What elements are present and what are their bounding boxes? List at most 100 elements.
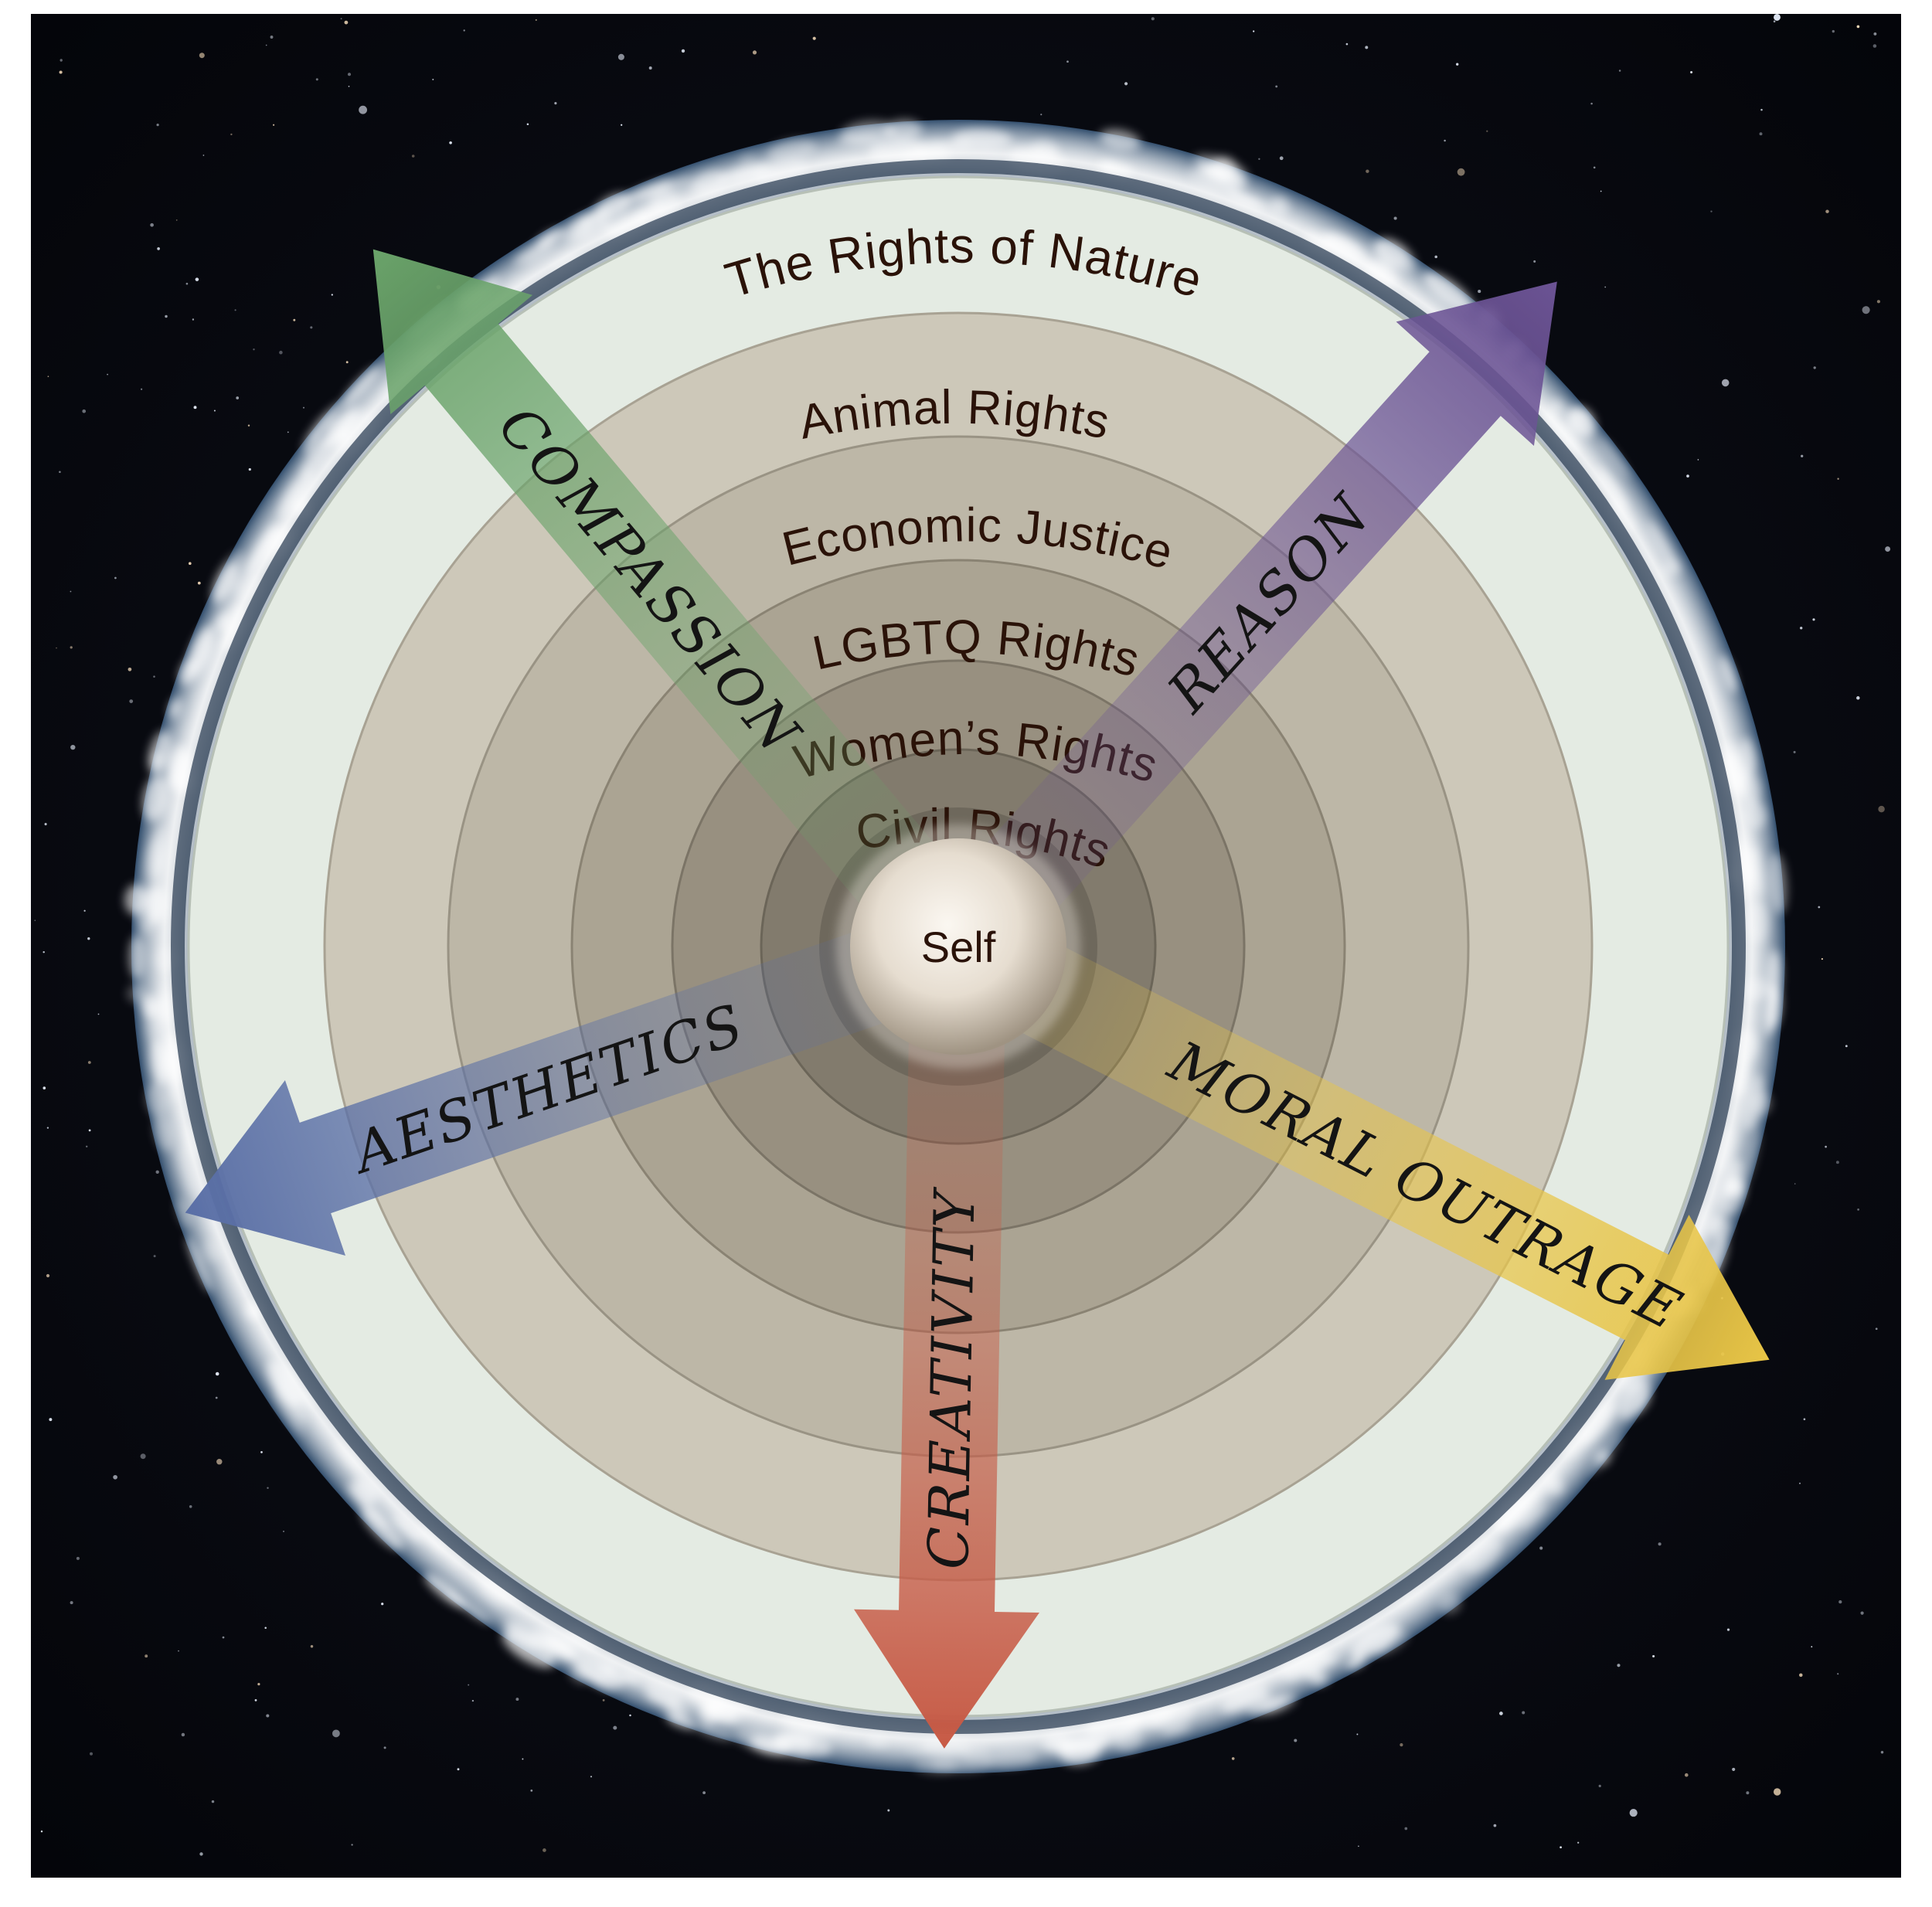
- cloud-speck: [1568, 408, 1590, 430]
- star: [254, 1698, 257, 1701]
- cloud-speck: [930, 1755, 992, 1773]
- star: [648, 66, 652, 70]
- star: [1598, 1784, 1601, 1787]
- star: [1593, 166, 1596, 169]
- star: [449, 141, 452, 144]
- star: [1773, 1788, 1781, 1796]
- star: [629, 1714, 631, 1717]
- star: [1124, 82, 1128, 86]
- cloud-speck: [1741, 1130, 1760, 1190]
- cloud-speck: [1148, 1704, 1194, 1729]
- cloud-speck: [1725, 1178, 1746, 1198]
- cloud-speck: [621, 1671, 641, 1684]
- star: [59, 70, 63, 74]
- star: [471, 1699, 474, 1702]
- star: [812, 36, 816, 40]
- star: [348, 85, 350, 87]
- cloud-speck: [341, 366, 381, 409]
- arrow-moral-outrage-shape: [957, 914, 1770, 1380]
- cloud-speck: [168, 698, 182, 719]
- star: [1832, 29, 1835, 33]
- star: [265, 44, 267, 46]
- star: [283, 1531, 284, 1532]
- star: [114, 576, 117, 580]
- star: [1539, 1546, 1543, 1550]
- star: [141, 388, 143, 390]
- star: [310, 1644, 314, 1648]
- star: [1366, 169, 1369, 173]
- star: [1876, 300, 1880, 304]
- cloud-speck: [1709, 1211, 1721, 1231]
- cloud-speck: [599, 1662, 619, 1679]
- cloud-speck: [578, 214, 595, 226]
- cloud-speck: [1542, 410, 1580, 454]
- cloud-speck: [642, 1681, 683, 1702]
- cloud-speck: [1766, 950, 1781, 1006]
- star: [70, 1601, 73, 1605]
- star: [345, 361, 349, 364]
- star: [264, 1627, 267, 1630]
- star: [293, 318, 296, 321]
- cloud-speck: [142, 775, 169, 821]
- star: [590, 1776, 593, 1778]
- star: [554, 102, 557, 105]
- star: [1857, 1208, 1859, 1211]
- cloud-speck: [1099, 129, 1141, 151]
- star: [1393, 216, 1397, 220]
- star: [340, 18, 342, 20]
- star: [332, 1729, 340, 1738]
- star: [1812, 618, 1815, 621]
- cloud-speck: [536, 229, 565, 247]
- star: [40, 1831, 43, 1833]
- cloud-speck: [1324, 234, 1359, 258]
- star: [432, 78, 434, 80]
- star: [1845, 1045, 1848, 1048]
- star: [1365, 46, 1369, 49]
- arrow-creativity-shape: [854, 968, 1039, 1749]
- star: [34, 920, 36, 922]
- cloud-speck: [267, 1360, 302, 1407]
- star: [602, 1698, 605, 1701]
- star: [617, 53, 624, 60]
- star: [185, 282, 189, 285]
- star: [60, 59, 63, 62]
- cloud-speck: [1611, 499, 1634, 532]
- star: [1690, 70, 1693, 74]
- cloud-speck: [623, 180, 674, 204]
- star: [257, 1683, 260, 1686]
- star: [1618, 70, 1621, 72]
- star: [1600, 190, 1602, 192]
- cloud-speck: [154, 1115, 175, 1151]
- star: [1835, 1161, 1839, 1164]
- cloud-speck: [1439, 1593, 1461, 1614]
- cloud-speck: [179, 659, 198, 686]
- star: [165, 314, 168, 318]
- cloud-speck: [574, 1656, 625, 1688]
- cloud-speck: [285, 483, 305, 509]
- cloud-speck: [361, 1508, 403, 1550]
- star: [273, 124, 275, 126]
- star: [515, 1698, 519, 1701]
- cloud-speck: [1350, 1623, 1400, 1658]
- star: [1803, 1418, 1806, 1421]
- star: [1793, 750, 1796, 753]
- star: [1658, 1542, 1662, 1546]
- star: [150, 223, 154, 227]
- star: [1732, 1767, 1736, 1771]
- star: [1873, 32, 1877, 36]
- cloud-speck: [145, 1083, 168, 1117]
- star: [1258, 158, 1260, 160]
- cloud-speck: [1618, 1379, 1651, 1419]
- star: [1478, 290, 1481, 294]
- cloud-speck: [1768, 852, 1787, 914]
- cloud-speck: [1520, 1503, 1546, 1530]
- cloud-speck: [1304, 236, 1331, 253]
- star: [83, 909, 86, 912]
- star: [457, 1768, 460, 1771]
- cloud-speck: [592, 205, 613, 227]
- cloud-speck: [1495, 1486, 1541, 1532]
- cloud-speck: [299, 1389, 314, 1409]
- star: [59, 471, 61, 474]
- cloud-speck: [1098, 161, 1117, 172]
